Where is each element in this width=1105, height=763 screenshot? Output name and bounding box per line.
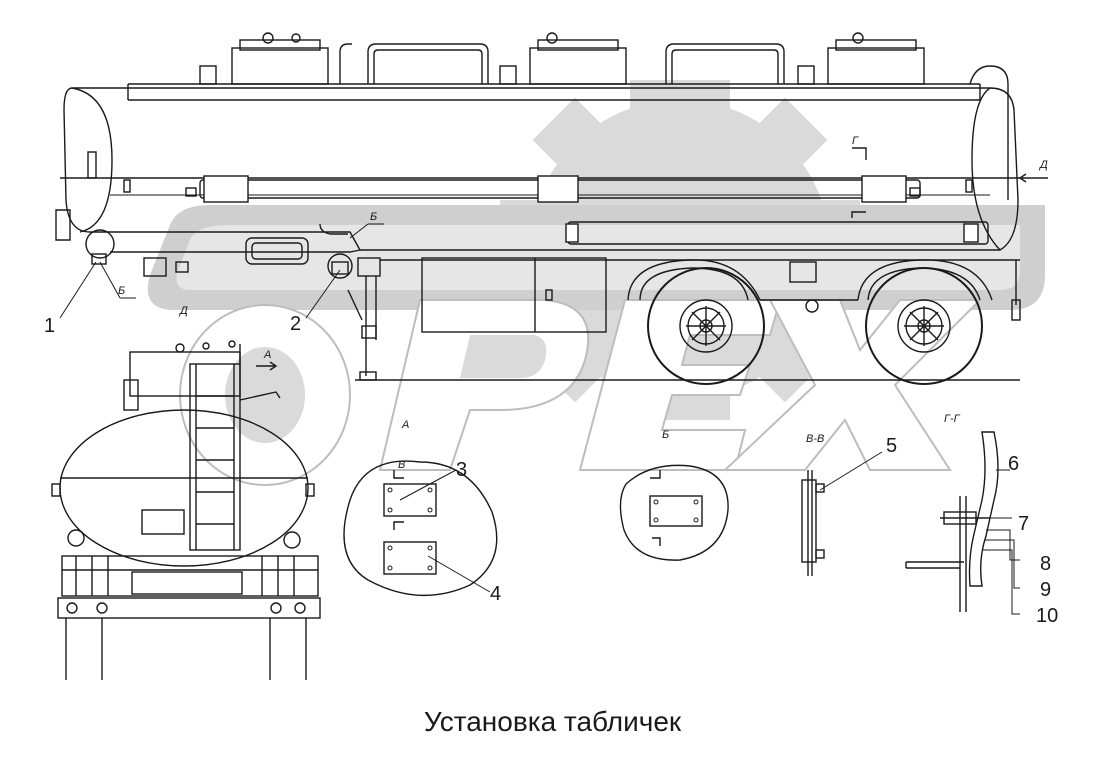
label-b-mark: Б <box>118 285 125 297</box>
tank-side-view <box>55 32 1048 385</box>
callout-7: 7 <box>1018 513 1029 535</box>
hatch-2 <box>499 32 627 85</box>
callout-6: 6 <box>1008 453 1019 475</box>
callout-5: 5 <box>886 435 897 457</box>
tank-rear-view <box>51 340 321 680</box>
callout-9: 9 <box>1040 579 1051 601</box>
technical-drawing: 1 2 3 4 5 6 7 8 9 10 Б Б Д А Г Д А Б В-В… <box>44 32 1058 680</box>
label-d-arrow: Д <box>1038 159 1048 171</box>
callout-leaders <box>59 223 384 319</box>
detail-b <box>619 464 729 561</box>
wheel-front <box>647 267 765 385</box>
label-gg: Г-Г <box>944 413 961 425</box>
callout-1: 1 <box>44 315 55 337</box>
label-v-section: В <box>398 459 405 471</box>
section-gg <box>905 431 1020 615</box>
wheel-rear <box>865 267 983 385</box>
detail-a <box>343 460 498 597</box>
hatch-3 <box>797 32 925 85</box>
callout-8: 8 <box>1040 553 1051 575</box>
label-a-arrow: А <box>263 349 271 361</box>
section-vv <box>801 451 883 576</box>
hatch-1 <box>199 32 329 85</box>
label-b-mark-2: Б <box>370 211 377 223</box>
drawing-caption: Установка табличек <box>423 706 682 737</box>
label-d-view: Д <box>178 305 188 317</box>
callout-10: 10 <box>1036 605 1058 627</box>
label-a-view: А <box>401 419 409 431</box>
callout-3: 3 <box>456 459 467 481</box>
label-vv: В-В <box>806 433 824 445</box>
label-b-view: Б <box>662 429 669 441</box>
support-leg <box>347 257 381 381</box>
callout-2: 2 <box>290 313 301 335</box>
callout-4: 4 <box>490 583 501 605</box>
label-g-section: Г <box>852 135 859 147</box>
